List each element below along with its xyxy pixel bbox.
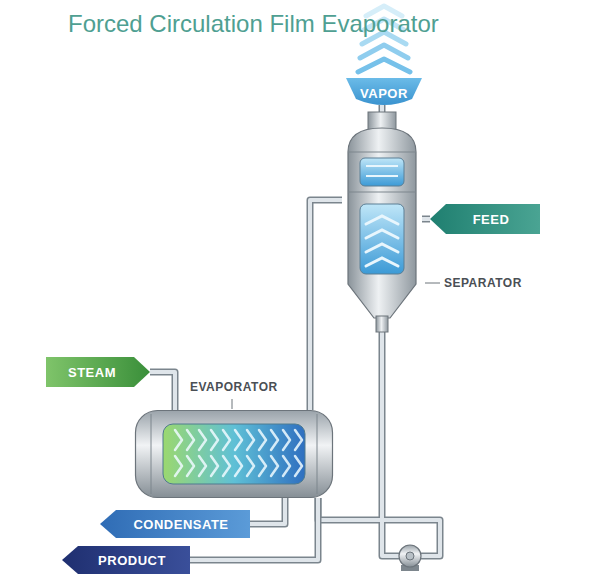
evaporator-shell [136,411,333,498]
product-arrow: PRODUCT [62,546,190,574]
arrow-shape [430,204,540,234]
pipe [310,200,342,410]
pipe [382,105,383,112]
pipe [318,332,440,556]
arrow-shape [62,546,190,574]
vapor-bowl [346,78,422,105]
steam-arrow: STEAM [46,357,150,387]
flow-label: CONDENSATE [133,517,228,532]
pipe [150,372,175,410]
flow-label: STEAM [68,365,116,380]
evaporator-drawing [135,410,333,498]
feed-arrow: FEED [430,204,540,234]
flow-label: FEED [473,212,510,227]
separator-vessel: SEPARATOR [342,112,422,332]
diagram-title: Forced Circulation Film Evaporator [68,10,439,38]
condensate-arrow: CONDENSATE [100,510,250,538]
evaporator-vessel: EVAPORATOR [135,410,333,498]
separator-drawing [342,112,422,332]
arrow-shape [46,357,150,387]
separator-shell [348,128,416,318]
vessel-label: SEPARATOR [444,276,522,290]
flow-label: PRODUCT [98,553,166,568]
leader-line [232,399,233,409]
leader-line [425,283,440,284]
pipe [250,498,285,524]
flow-label: VAPOR [360,86,408,101]
vessel-label: EVAPORATOR [190,380,278,394]
pipe [422,219,430,220]
pump-symbol [399,545,421,571]
arrow-shape [100,510,250,538]
vapor-outlet: VAPOR [346,78,422,108]
